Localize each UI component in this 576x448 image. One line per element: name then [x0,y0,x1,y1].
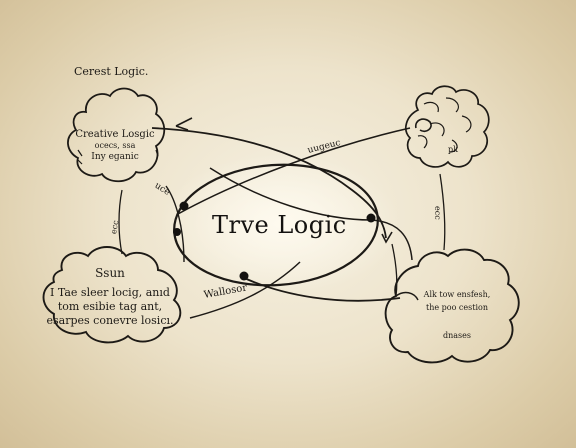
cloud-top-left [67,87,166,183]
cloud-bottom-right-line-1: Alk tow ensfesh, [423,290,491,299]
node-dot-bottom [239,271,249,281]
connector-right-arc [177,127,411,215]
connector-bottom-arc [239,275,401,302]
connector-top-arc [151,127,387,239]
cloud-top-left-text: Creative Losgic ocecs, ssa Iny eganic [70,128,160,163]
right-aside-label: pk [448,145,458,154]
cloud-top-right-folds [417,97,472,153]
cloud-bottom-left-line-1: I Tae sleer locig, anıd [50,286,170,299]
center-glow [160,154,400,294]
center-label: Trve Logic [212,211,347,239]
cloud-top-left-line-2: ocecs, ssa [94,141,136,150]
connector-lower-left [189,261,301,319]
arrowhead-right [381,231,393,244]
tick-marks-left-cloud [77,149,159,165]
cloud-bottom-left [42,246,182,344]
cloud-top-right [405,85,490,168]
connector-crossing [209,167,413,261]
cloud-bottom-right-tail [395,291,419,301]
cloud-bottom-right-line-3: dnases [443,331,471,340]
arrowhead-top-left [175,117,193,131]
node-dot-left-top [179,201,189,211]
node-dot-right [366,213,376,223]
cloud-bottom-left-title: Ssun [95,266,125,280]
connector-right-vertical [439,173,446,251]
cloud-bottom-right [384,248,520,364]
cloud-top-left-line-3: Iny eganic [91,152,139,162]
cloud-bottom-left-line-2: tom esibie tag ant, [57,300,163,313]
right-vertical-label: ecc [433,206,442,220]
cloud-bottom-left-text: Ssun I Tae sleer locig, anıd tom esibie … [40,264,180,328]
connector-right-lower [391,243,398,297]
cloud-bottom-right-line-2: the poo cestion [425,303,488,312]
node-dot-left [173,228,181,236]
cloud-top-left-line-1: Creative Losgic [75,129,155,140]
cloud-bottom-left-line-3: esarpes conevre losicı. [46,314,174,327]
cloud-bottom-right-text: Alk tow ensfesh, the poo cestion dnases [402,288,512,342]
connector-left-arc [165,185,185,263]
cloud-top-right-hook [414,118,432,133]
connector-left-vertical [118,189,123,255]
corner-label: Cerest Logic. [74,65,149,78]
